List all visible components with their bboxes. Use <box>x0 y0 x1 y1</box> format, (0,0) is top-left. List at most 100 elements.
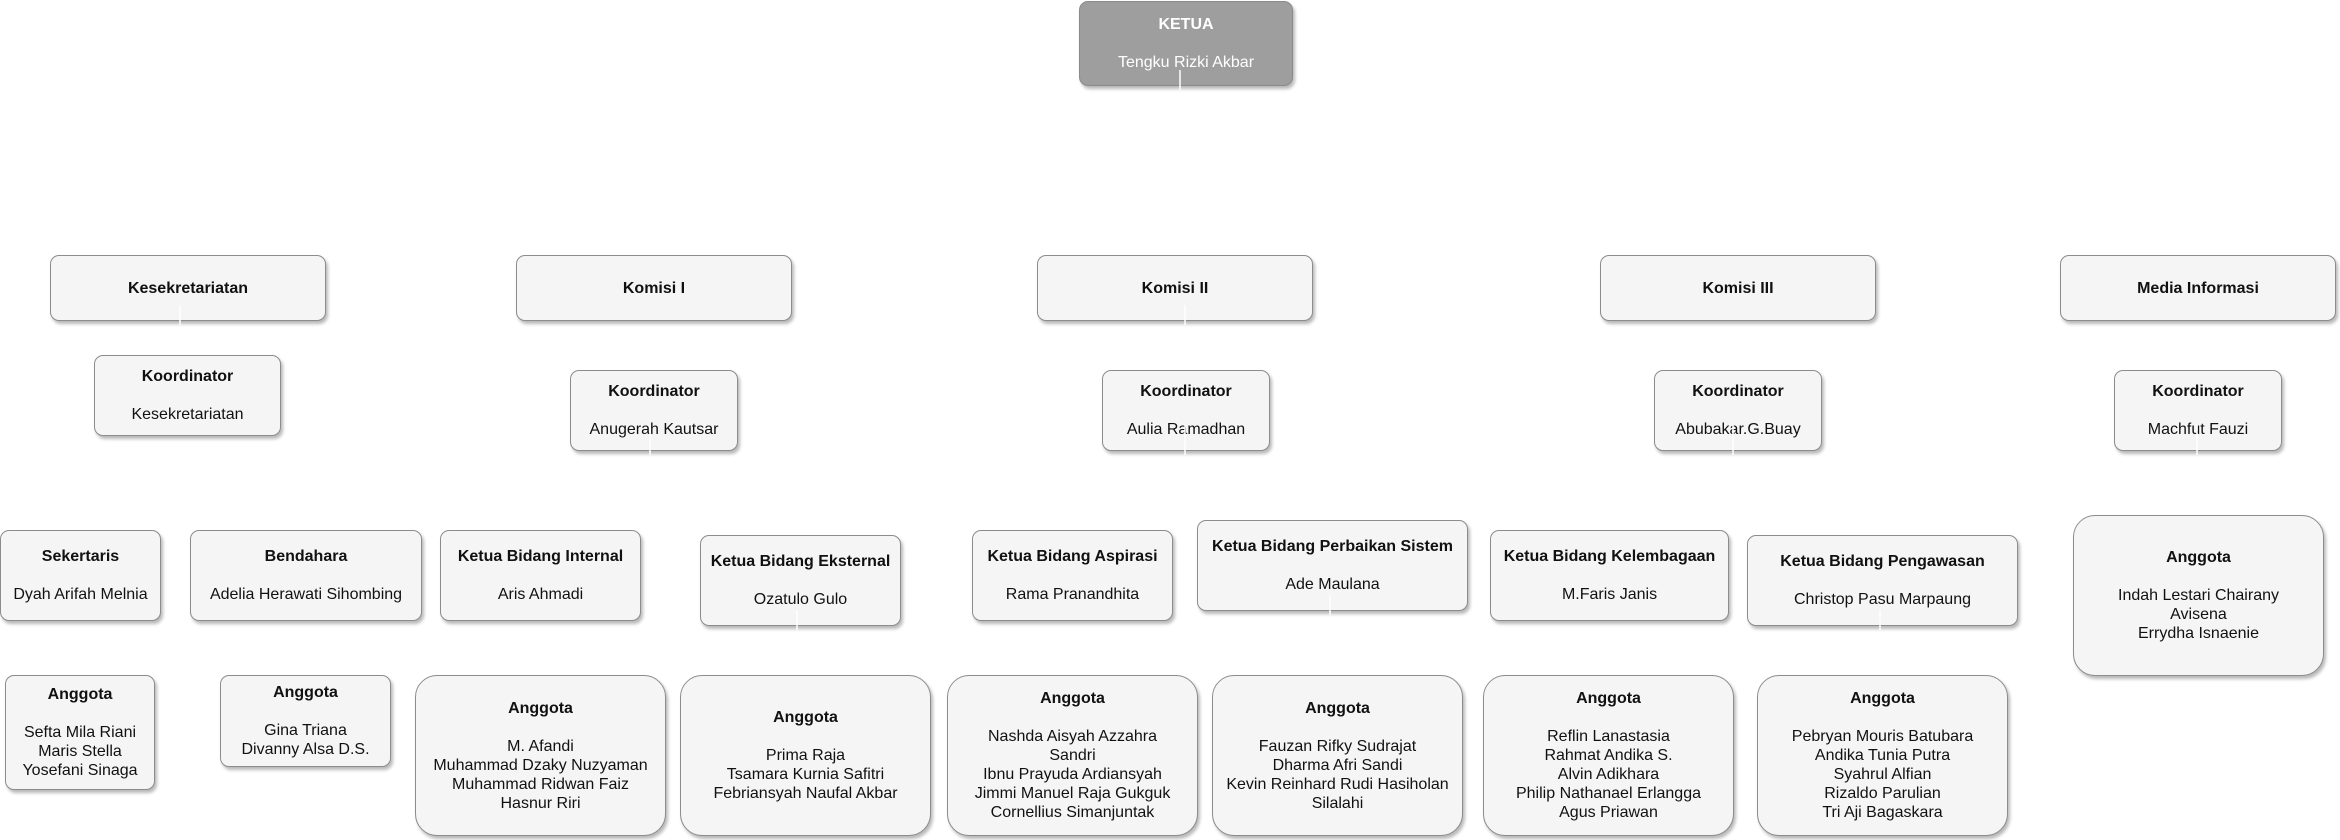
anggota-member: Yosefani Sinaga <box>22 762 138 779</box>
node-ketua: KETUA Tengku Rizki Akbar <box>1079 1 1293 86</box>
anggota-pengawasan-list: Pebryan Mouris Batubara Andika Tunia Put… <box>1792 727 1973 822</box>
sekertaris-title: Sekertaris <box>41 548 120 565</box>
koordinator-komisi-2-title: Koordinator <box>1140 383 1232 400</box>
anggota-member: Reflin Lanastasia <box>1547 728 1670 745</box>
anggota-member: Indah Lestari Chairany <box>2118 587 2279 604</box>
anggota-perbaikan-sistem-list: Fauzan Rifky Sudrajat Dharma Afri Sandi … <box>1226 737 1448 813</box>
node-sekertaris: Sekertaris Dyah Arifah Melnia <box>0 530 161 621</box>
anggota-media-informasi-list: Indah Lestari Chairany Avisena Errydha I… <box>2118 586 2279 643</box>
node-ketua-bidang-internal: Ketua Bidang Internal Aris Ahmadi <box>440 530 641 621</box>
node-anggota-sekertaris: Anggota Sefta Mila Riani Maris Stella Yo… <box>5 675 155 790</box>
ketua-bidang-pengawasan-name: Christop Pasu Marpaung <box>1794 591 1971 608</box>
koordinator-komisi-1-name: Anugerah Kautsar <box>589 421 719 438</box>
anggota-internal-list: M. Afandi Muhammad Dzaky Nuzyaman Muhamm… <box>433 737 647 813</box>
node-ketua-bidang-kelembagaan: Ketua Bidang Kelembagaan M.Faris Janis <box>1490 530 1729 621</box>
ketua-bidang-pengawasan-title: Ketua Bidang Pengawasan <box>1780 553 1985 570</box>
anggota-member: Errydha Isnaenie <box>2138 625 2259 642</box>
anggota-bendahara-list: Gina Triana Divanny Alsa D.S. <box>241 721 369 759</box>
anggota-eksternal-list: Prima Raja Tsamara Kurnia Safitri Febria… <box>713 746 897 803</box>
ketua-bidang-kelembagaan-name: M.Faris Janis <box>1561 586 1658 603</box>
anggota-member: Jimmi Manuel Raja Gukguk <box>974 785 1171 802</box>
node-anggota-media-informasi: Anggota Indah Lestari Chairany Avisena E… <box>2073 515 2324 676</box>
ketua-bidang-internal-title: Ketua Bidang Internal <box>457 548 624 565</box>
ketua-bidang-aspirasi-title: Ketua Bidang Aspirasi <box>987 548 1158 565</box>
anggota-sekertaris-title: Anggota <box>47 686 113 703</box>
anggota-member: Philip Nathanael Erlangga <box>1515 785 1701 802</box>
node-ketua-bidang-aspirasi: Ketua Bidang Aspirasi Rama Pranandhita <box>972 530 1173 621</box>
anggota-member: Cornellius Simanjuntak <box>990 804 1155 821</box>
komisi-2-title: Komisi II <box>1141 279 1209 297</box>
anggota-member: Prima Raja <box>765 747 846 764</box>
anggota-internal-title: Anggota <box>508 699 573 717</box>
node-anggota-bendahara: Anggota Gina Triana Divanny Alsa D.S. <box>220 675 391 767</box>
anggota-bendahara-title: Anggota <box>273 684 338 701</box>
koordinator-media-informasi-title: Koordinator <box>2152 383 2244 400</box>
anggota-member: Nashda Aisyah Azzahra <box>988 728 1157 745</box>
anggota-member: Silalahi <box>1311 794 1364 812</box>
node-koordinator-media-informasi: Koordinator Machfut Fauzi <box>2114 370 2282 451</box>
anggota-member: Kevin Reinhard Rudi Hasiholan <box>1226 775 1449 793</box>
anggota-member: Alvin Adikhara <box>1557 766 1660 783</box>
ketua-title: KETUA <box>1158 16 1214 33</box>
ketua-name: Tengku Rizki Akbar <box>1117 54 1255 71</box>
ketua-bidang-perbaikan-sistem-name: Ade Maulana <box>1285 576 1380 593</box>
anggota-aspirasi-list: Nashda Aisyah Azzahra Sandri Ibnu Prayud… <box>975 727 1171 822</box>
node-koordinator-kesekretariatan: Koordinator Kesekretariatan <box>94 355 281 436</box>
komisi-3-title: Komisi III <box>1702 279 1774 297</box>
node-anggota-aspirasi: Anggota Nashda Aisyah Azzahra Sandri Ibn… <box>947 675 1198 836</box>
anggota-member: M. Afandi <box>507 737 574 755</box>
anggota-member: Gina Triana <box>264 722 347 739</box>
node-komisi-2: Komisi II <box>1037 255 1313 321</box>
sekertaris-name: Dyah Arifah Melnia <box>13 586 148 603</box>
node-ketua-bidang-eksternal: Ketua Bidang Eksternal Ozatulo Gulo <box>700 535 901 626</box>
koordinator-komisi-2-name: Aulia Ramadhan <box>1126 421 1246 438</box>
koordinator-komisi-3-name: Abubakar.G.Buay <box>1675 421 1801 438</box>
koordinator-media-informasi-name: Machfut Fauzi <box>2147 421 2249 438</box>
ketua-bidang-internal-name: Aris Ahmadi <box>497 586 584 603</box>
bendahara-title: Bendahara <box>264 548 348 565</box>
anggota-member: Maris Stella <box>38 743 122 760</box>
anggota-member: Dharma Afri Sandi <box>1272 756 1403 774</box>
node-anggota-internal: Anggota M. Afandi Muhammad Dzaky Nuzyama… <box>415 675 666 836</box>
koordinator-kesekretariatan-title: Koordinator <box>141 368 234 385</box>
ketua-bidang-eksternal-title: Ketua Bidang Eksternal <box>710 553 891 570</box>
anggota-member: Rahmat Andika S. <box>1544 747 1673 764</box>
komisi-1-title: Komisi I <box>622 279 686 297</box>
anggota-member: Andika Tunia Putra <box>1814 747 1951 764</box>
anggota-aspirasi-title: Anggota <box>1040 690 1105 707</box>
anggota-kelembagaan-title: Anggota <box>1576 690 1641 707</box>
node-koordinator-komisi-2: Koordinator Aulia Ramadhan <box>1102 370 1270 451</box>
koordinator-komisi-1-title: Koordinator <box>608 383 700 400</box>
ketua-bidang-kelembagaan-title: Ketua Bidang Kelembagaan <box>1503 548 1716 565</box>
anggota-member: Avisena <box>2170 606 2227 623</box>
kesekretariatan-title: Kesekretariatan <box>127 279 249 297</box>
anggota-member: Pebryan Mouris Batubara <box>1791 728 1974 745</box>
anggota-member: Agus Priawan <box>1559 804 1658 821</box>
node-media-informasi: Media Informasi <box>2060 255 2336 321</box>
anggota-member: Syahrul Alfian <box>1833 766 1932 783</box>
node-ketua-bidang-perbaikan-sistem: Ketua Bidang Perbaikan Sistem Ade Maulan… <box>1197 520 1468 611</box>
anggota-kelembagaan-list: Reflin Lanastasia Rahmat Andika S. Alvin… <box>1516 727 1701 822</box>
node-komisi-1: Komisi I <box>516 255 792 321</box>
koordinator-kesekretariatan-name: Kesekretariatan <box>131 406 244 423</box>
anggota-member: Muhammad Ridwan Faiz <box>452 775 629 793</box>
media-informasi-title: Media Informasi <box>2137 279 2259 297</box>
anggota-sekertaris-list: Sefta Mila Riani Maris Stella Yosefani S… <box>22 723 137 780</box>
anggota-media-informasi-title: Anggota <box>2166 549 2231 566</box>
ketua-bidang-eksternal-name: Ozatulo Gulo <box>753 591 848 608</box>
anggota-perbaikan-sistem-title: Anggota <box>1305 699 1370 717</box>
anggota-member: Rizaldo Parulian <box>1824 785 1941 802</box>
node-ketua-bidang-pengawasan: Ketua Bidang Pengawasan Christop Pasu Ma… <box>1747 535 2018 626</box>
anggota-member: Fauzan Rifky Sudrajat <box>1258 737 1417 755</box>
bendahara-name: Adelia Herawati Sihombing <box>209 586 403 603</box>
anggota-member: Sandri <box>1049 747 1096 764</box>
node-anggota-eksternal: Anggota Prima Raja Tsamara Kurnia Safitr… <box>680 675 931 836</box>
anggota-eksternal-title: Anggota <box>773 709 838 726</box>
anggota-member: Sefta Mila Riani <box>23 724 137 741</box>
ketua-bidang-perbaikan-sistem-title: Ketua Bidang Perbaikan Sistem <box>1212 538 1453 555</box>
anggota-member: Hasnur Riri <box>500 794 581 812</box>
anggota-member: Tsamara Kurnia Safitri <box>726 766 885 783</box>
koordinator-komisi-3-title: Koordinator <box>1692 383 1784 400</box>
node-anggota-kelembagaan: Anggota Reflin Lanastasia Rahmat Andika … <box>1483 675 1734 836</box>
